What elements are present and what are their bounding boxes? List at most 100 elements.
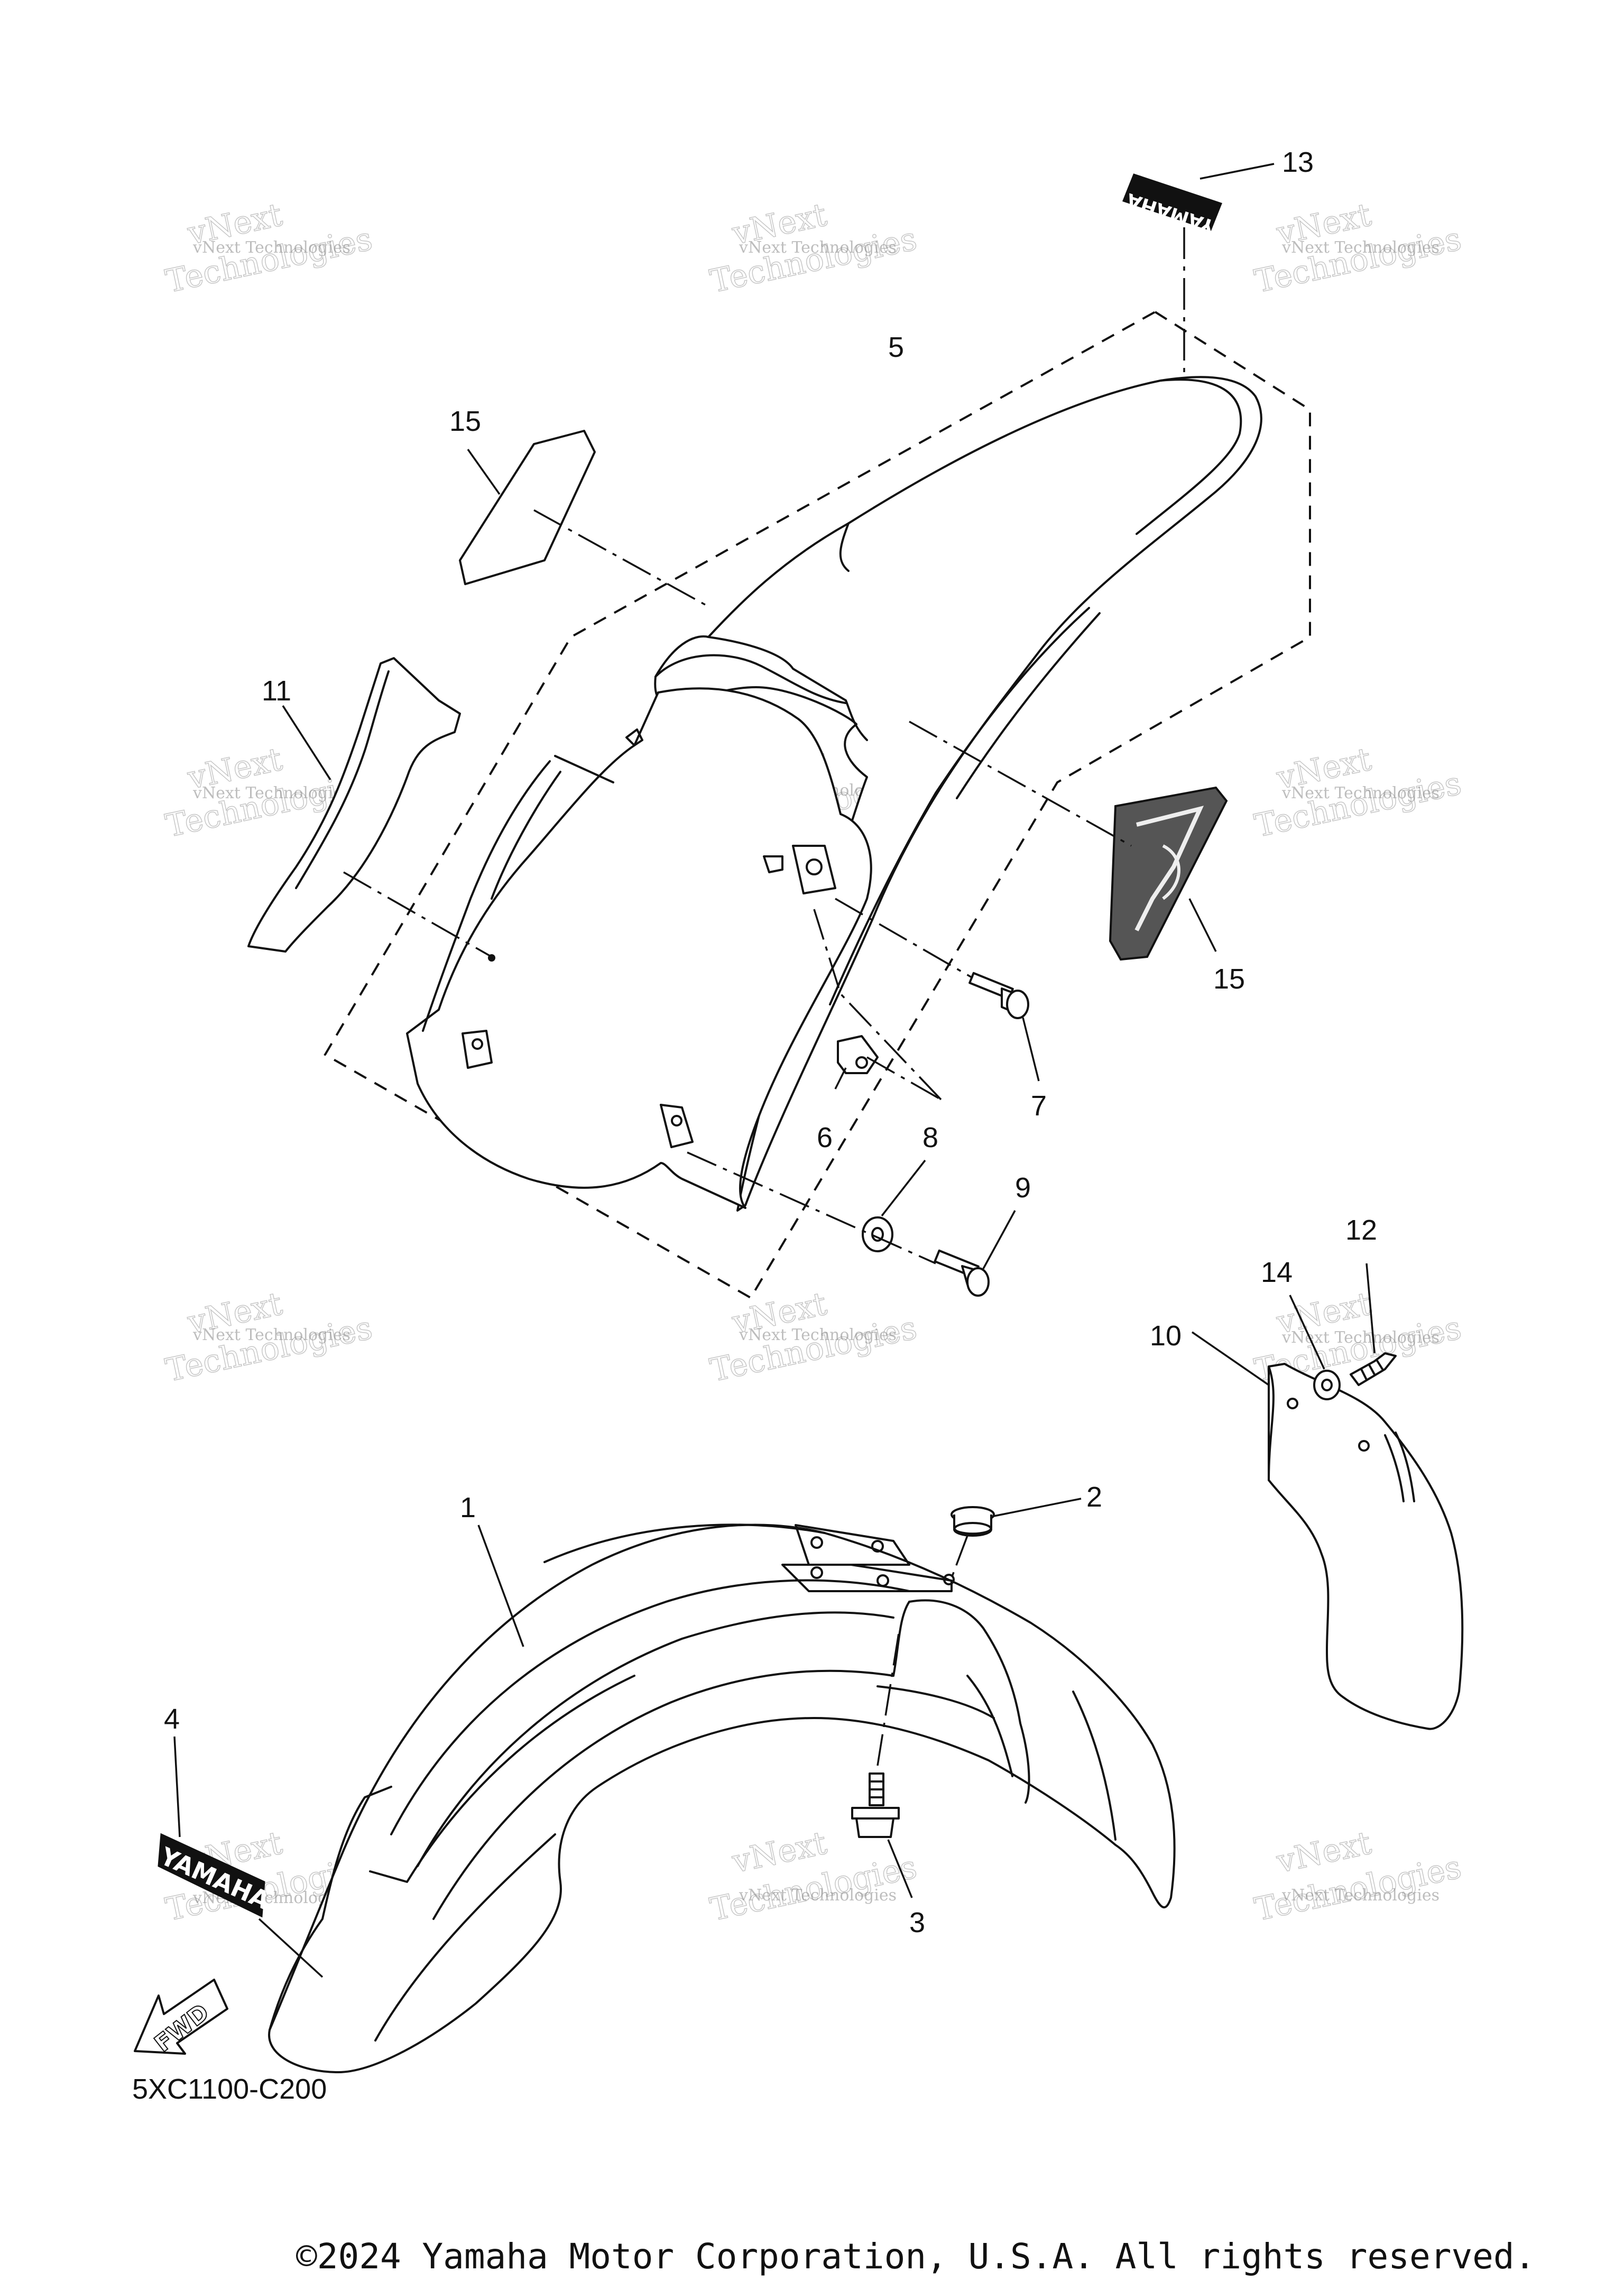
part-6-nut[interactable]	[837, 1035, 879, 1074]
guard-hole-left	[472, 1038, 483, 1050]
guard-arrow	[763, 855, 783, 873]
callout-4[interactable]: 4	[164, 1703, 180, 1735]
part-12-screw[interactable]	[1350, 1352, 1397, 1386]
axis-15b	[909, 721, 1132, 847]
axis-11-dot	[488, 954, 495, 962]
callout-12[interactable]: 12	[1345, 1214, 1377, 1246]
callout-2[interactable]: 2	[1086, 1481, 1102, 1513]
guard-bracket-hole	[806, 858, 823, 875]
callout-11[interactable]: 11	[262, 675, 291, 707]
front-fender-stripe-4	[432, 1669, 894, 1920]
axis-3	[876, 1633, 900, 1766]
part-15-left-decal[interactable]	[459, 430, 596, 585]
guard-lip-inner	[491, 771, 561, 900]
flap-hole-2	[1358, 1440, 1370, 1452]
part-9-bolt[interactable]	[934, 1249, 990, 1297]
part-2-grommet[interactable]	[951, 1506, 995, 1537]
part-10-rear-flap[interactable]	[1268, 1363, 1464, 1730]
leader-4	[173, 1736, 181, 1837]
callout-6[interactable]: 6	[817, 1122, 833, 1153]
axis-2	[951, 1535, 968, 1578]
axis-6	[866, 1056, 942, 1101]
callout-5[interactable]: 5	[888, 331, 904, 363]
callout-10[interactable]: 10	[1150, 1320, 1182, 1352]
leader-12	[1365, 1263, 1376, 1354]
leader-2	[993, 1498, 1082, 1517]
callout-13[interactable]: 14	[1261, 1257, 1293, 1288]
watermark-small: vNext Technologies	[1281, 784, 1440, 802]
watermark-r4c3: vNext Technologies	[1251, 1824, 1465, 1929]
leader-11	[282, 705, 331, 780]
leader-8	[881, 1159, 926, 1217]
leader-15b	[1188, 898, 1217, 952]
watermark-small: vNext Technologies	[739, 1886, 897, 1905]
part-13-washer[interactable]	[1313, 1370, 1341, 1400]
watermark-small: vNext Technologies	[1281, 238, 1440, 257]
diagram-code: 5XC1100-C200	[132, 2073, 327, 2105]
part-11-side-guard[interactable]	[247, 657, 461, 953]
front-fender-stripe-1	[390, 1579, 910, 1835]
copyright-notice: ©2024 Yamaha Motor Corporation, U.S.A. A…	[296, 2236, 1536, 2277]
fender-grommet-hole	[943, 1574, 955, 1585]
watermark-small: vNext Technologies	[192, 1326, 350, 1344]
part-7-bolt[interactable]	[968, 972, 1029, 1019]
guard-lip	[422, 760, 551, 1032]
front-fender-fork-guard	[908, 1599, 1030, 1804]
part-5-inner-guard[interactable]	[406, 687, 872, 1209]
assembly-outline	[324, 310, 1311, 1299]
axis-11	[343, 871, 492, 958]
callout-1[interactable]: 1	[460, 1492, 476, 1523]
callout-15b[interactable]: 15	[1213, 963, 1245, 995]
guard-tab-right	[660, 1104, 694, 1148]
flap-hole-1	[1287, 1398, 1298, 1409]
callout-15a[interactable]: 15	[449, 405, 481, 437]
mount-hole-1	[810, 1536, 823, 1549]
part-15-right-decal[interactable]	[1109, 786, 1228, 961]
mount-hole-2	[871, 1540, 884, 1553]
fender-bridge	[707, 636, 868, 741]
watermark-small: vNext Technologies	[192, 238, 350, 257]
mount-hole-4	[876, 1574, 889, 1587]
leader-13	[1289, 1295, 1325, 1370]
fwd-arrow-icon: FWD	[134, 1979, 228, 2058]
mount-hole-3	[810, 1566, 823, 1579]
fender-rib-2	[956, 612, 1101, 799]
leader-9	[982, 1210, 1016, 1269]
part-1-front-fender[interactable]	[268, 1523, 1176, 2073]
callout-7[interactable]: 7	[1031, 1090, 1047, 1122]
axis-8-9	[687, 1151, 936, 1264]
leader-7	[1022, 1017, 1040, 1082]
fender-edge-line	[1136, 378, 1242, 535]
guard-hole-right	[671, 1115, 682, 1126]
fender-side-bump	[839, 522, 850, 572]
fender-mount-ridge	[654, 654, 847, 704]
flap-rib-2	[1395, 1432, 1415, 1502]
watermark-small: vNext Technologies	[1281, 1886, 1440, 1905]
watermark-small: vNext Technologies	[739, 238, 897, 257]
callout-14[interactable]: 13	[1282, 146, 1314, 178]
callout-9[interactable]: 9	[1015, 1172, 1031, 1204]
axis-7	[835, 898, 973, 979]
leader-6	[834, 1067, 847, 1089]
part-8-washer[interactable]	[862, 1216, 893, 1252]
callout-8[interactable]: 8	[922, 1122, 938, 1153]
axis-15a	[533, 509, 712, 609]
callout-3[interactable]: 3	[909, 1907, 925, 1938]
axis-6-triangle	[813, 909, 942, 1101]
part-14-decal[interactable]: YAMAHA	[1122, 173, 1222, 237]
watermark-small: vNext Technologies	[739, 1326, 897, 1344]
leader-10	[1192, 1331, 1269, 1386]
part-3-bolt[interactable]	[851, 1772, 900, 1838]
front-fender-stripe-2	[417, 1611, 894, 1867]
front-fender-fork-guard-3	[966, 1675, 1013, 1777]
guard-tab-left	[462, 1030, 493, 1069]
front-fender-rim	[543, 1523, 826, 1563]
watermark-small: vNext Technologies	[1281, 1328, 1440, 1347]
flap-top-edge	[1268, 1365, 1275, 1481]
leader-4-b	[258, 1918, 324, 1978]
front-fender-mount-plate-2	[781, 1564, 953, 1592]
fender-rib-1	[829, 607, 1090, 1005]
leader-14	[1199, 163, 1275, 180]
side-guard-inner-edge	[295, 670, 390, 889]
